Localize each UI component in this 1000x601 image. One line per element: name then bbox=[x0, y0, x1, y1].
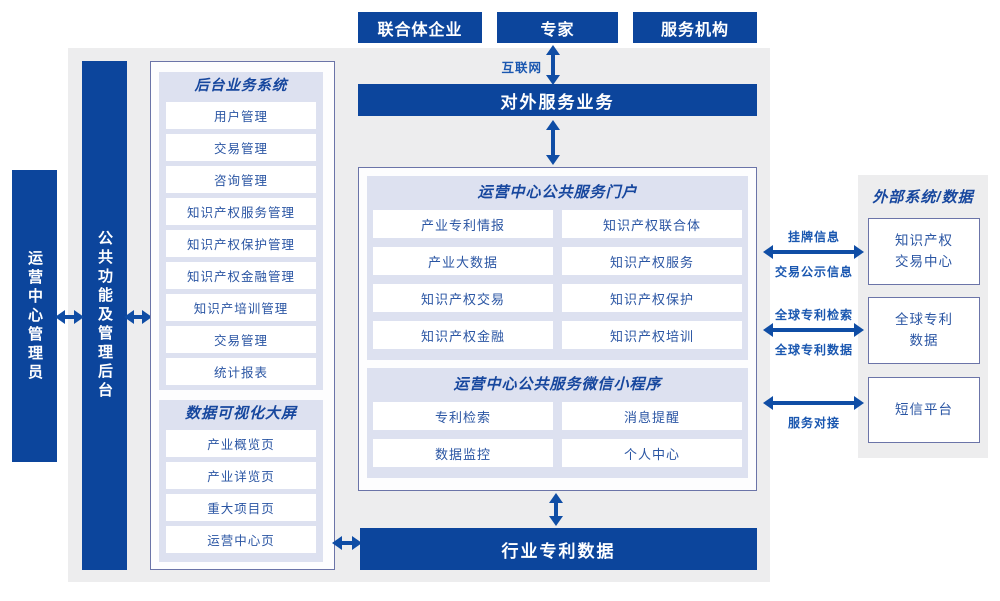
external-ip-trade-center: 知识产权 交易中心 bbox=[868, 218, 980, 285]
external-global-patent-data: 全球专利 数据 bbox=[868, 297, 980, 364]
backend-system-list: 用户管理 交易管理 咨询管理 知识产权服务管理 知识产权保护管理 知识产权金融管… bbox=[159, 100, 323, 385]
miniprogram-item: 专利检索 bbox=[373, 402, 553, 430]
panel-to-patent-arrow bbox=[332, 532, 362, 554]
list-item: 交易管理 bbox=[166, 134, 316, 161]
portal-item: 知识产权联合体 bbox=[562, 210, 742, 238]
internet-arrow bbox=[546, 45, 560, 85]
link-label-global-patent-data: 全球专利数据 bbox=[774, 343, 853, 357]
list-item: 交易管理 bbox=[166, 326, 316, 353]
industry-patent-data-bar: 行业专利数据 bbox=[360, 528, 757, 570]
actor-expert: 专家 bbox=[497, 12, 618, 43]
miniprogram-item: 消息提醒 bbox=[562, 402, 742, 430]
external-systems-title: 外部系统/数据 bbox=[872, 189, 974, 206]
backend-to-panel-arrow bbox=[124, 306, 152, 328]
ip-trade-link-arrow bbox=[763, 241, 864, 263]
list-item: 统计报表 bbox=[166, 358, 316, 385]
portal-item: 产业专利情报 bbox=[373, 210, 553, 238]
list-item: 产业详览页 bbox=[166, 462, 316, 489]
portal-section: 运营中心公共服务门户 产业专利情报 知识产权联合体 产业大数据 知识产权服务 知… bbox=[367, 176, 748, 360]
list-item: 产业概览页 bbox=[166, 430, 316, 457]
actor-consortium-enterprise: 联合体企业 bbox=[358, 12, 482, 43]
operation-admin-vertical-bar: 运营中心管理员 bbox=[12, 170, 57, 462]
external-sms-platform: 短信平台 bbox=[868, 377, 980, 443]
portal-item: 知识产权培训 bbox=[562, 321, 742, 349]
vertical-bar-label: 运营中心管理员 bbox=[26, 249, 43, 383]
actor-service-agency: 服务机构 bbox=[633, 12, 757, 43]
miniprogram-section: 运营中心公共服务微信小程序 专利检索 消息提醒 数据监控 个人中心 bbox=[367, 368, 748, 478]
bar-label: 行业专利数据 bbox=[501, 541, 616, 561]
miniprogram-item: 数据监控 bbox=[373, 439, 553, 467]
bar-label: 对外服务业务 bbox=[500, 92, 615, 112]
portal-item: 知识产权交易 bbox=[373, 284, 553, 312]
admin-to-backend-arrow bbox=[55, 306, 84, 328]
actor-label: 联合体企业 bbox=[377, 21, 463, 39]
global-patent-link-arrow bbox=[763, 319, 864, 341]
internet-label: 互联网 bbox=[501, 61, 542, 75]
link-label-service-docking: 服务对接 bbox=[787, 416, 840, 430]
miniprogram-title: 运营中心公共服务微信小程序 bbox=[453, 376, 662, 393]
list-item: 知识产培训管理 bbox=[166, 294, 316, 321]
backend-system-title: 后台业务系统 bbox=[194, 78, 288, 94]
portal-item: 知识产权金融 bbox=[373, 321, 553, 349]
list-item: 用户管理 bbox=[166, 102, 316, 129]
list-item: 知识产权服务管理 bbox=[166, 198, 316, 225]
visualization-section: 数据可视化大屏 产业概览页 产业详览页 重大项目页 运营中心页 bbox=[159, 400, 323, 562]
sms-link-arrow bbox=[763, 392, 864, 414]
portal-item: 产业大数据 bbox=[373, 247, 553, 275]
list-item: 知识产权保护管理 bbox=[166, 230, 316, 257]
backend-system-section: 后台业务系统 用户管理 交易管理 咨询管理 知识产权服务管理 知识产权保护管理 … bbox=[159, 72, 323, 390]
actor-label: 专家 bbox=[540, 21, 575, 39]
backend-functions-vertical-bar: 公共功能及管理后台 bbox=[82, 61, 127, 570]
portal-item: 知识产权服务 bbox=[562, 247, 742, 275]
visualization-title: 数据可视化大屏 bbox=[184, 405, 297, 422]
portal-grid: 产业专利情报 知识产权联合体 产业大数据 知识产权服务 知识产权交易 知识产权保… bbox=[367, 210, 748, 349]
portal-to-patent-arrow bbox=[549, 493, 563, 526]
list-item: 知识产权金融管理 bbox=[166, 262, 316, 289]
portal-item: 知识产权保护 bbox=[562, 284, 742, 312]
list-item: 重大项目页 bbox=[166, 494, 316, 521]
miniprogram-item: 个人中心 bbox=[562, 439, 742, 467]
list-item: 运营中心页 bbox=[166, 526, 316, 553]
miniprogram-grid: 专利检索 消息提醒 数据监控 个人中心 bbox=[367, 402, 748, 467]
external-service-bar: 对外服务业务 bbox=[358, 84, 757, 116]
actor-label: 服务机构 bbox=[660, 21, 729, 39]
portal-title: 运营中心公共服务门户 bbox=[477, 184, 638, 201]
list-item: 咨询管理 bbox=[166, 166, 316, 193]
visualization-list: 产业概览页 产业详览页 重大项目页 运营中心页 bbox=[159, 428, 323, 553]
service-to-portal-arrow bbox=[546, 120, 560, 165]
link-label-trade-publicity: 交易公示信息 bbox=[774, 265, 853, 279]
vertical-bar-label: 公共功能及管理后台 bbox=[96, 230, 113, 401]
